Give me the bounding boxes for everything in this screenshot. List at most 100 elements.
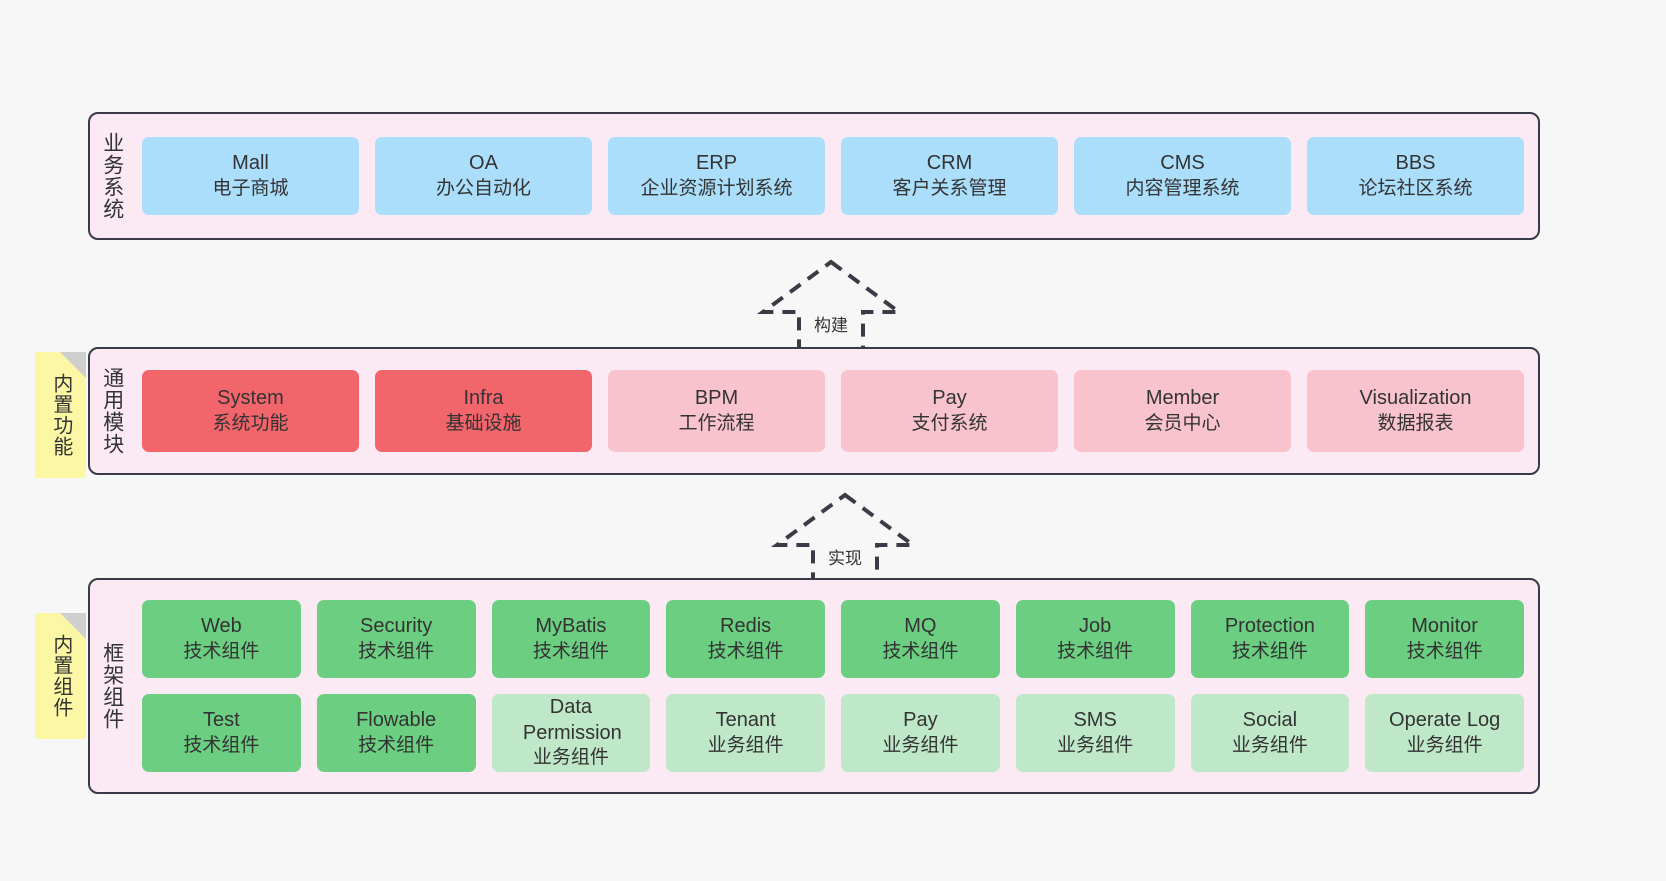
box-mq[interactable]: MQ 技术组件 <box>841 600 1000 678</box>
box-mall[interactable]: Mall 电子商城 <box>142 137 359 215</box>
box-mybatis[interactable]: MyBatis 技术组件 <box>491 600 651 678</box>
box-title-en: SMS <box>1073 709 1117 732</box>
box-title-en: CMS <box>1160 152 1205 175</box>
box-title-en: Monitor <box>1411 615 1478 638</box>
box-title-cn: 工作流程 <box>678 412 755 434</box>
box-title-cn: 内容管理系统 <box>1125 177 1240 199</box>
box-title-cn: 技术组件 <box>532 640 609 662</box>
box-crm[interactable]: CRM 客户关系管理 <box>841 137 1058 215</box>
box-pay[interactable]: Pay 支付系统 <box>841 370 1058 452</box>
box-title-en: BPM <box>694 387 739 410</box>
box-title-en: Redis <box>720 615 772 638</box>
box-title-cn: 数据报表 <box>1377 412 1454 434</box>
sticky-note-label: 内置组件 <box>49 634 72 718</box>
box-monitor[interactable]: Monitor 技术组件 <box>1365 600 1524 678</box>
box-title-cn: 客户关系管理 <box>892 177 1007 199</box>
row: System 系统功能 Infra 基础设施 BPM 工作流程 Pay 支付系统… <box>142 370 1524 452</box>
layer-body-general-module: System 系统功能 Infra 基础设施 BPM 工作流程 Pay 支付系统… <box>134 349 1538 473</box>
box-operate-log[interactable]: Operate Log 业务组件 <box>1365 694 1524 772</box>
box-title-en: Security <box>360 615 433 638</box>
box-erp[interactable]: ERP 企业资源计划系统 <box>608 137 825 215</box>
box-sms[interactable]: SMS 业务组件 <box>1015 694 1175 772</box>
box-test[interactable]: Test 技术组件 <box>142 694 301 772</box>
box-title-en: Infra <box>463 387 504 410</box>
box-tenant[interactable]: Tenant 业务组件 <box>666 694 825 772</box>
box-title-cn: 基础设施 <box>445 412 522 434</box>
box-title-en: Operate Log <box>1389 709 1501 732</box>
box-title-en: Web <box>200 615 242 638</box>
layer-label-general-module: 通用模块 <box>100 367 124 455</box>
box-title-cn: 技术组件 <box>358 640 435 662</box>
sticky-note-label: 内置功能 <box>49 373 72 457</box>
box-title-cn: 业务组件 <box>1231 734 1308 756</box>
box-bbs[interactable]: BBS 论坛社区系统 <box>1307 137 1524 215</box>
box-flowable[interactable]: Flowable 技术组件 <box>316 694 476 772</box>
layer-framework-component: 框架组件 Web 技术组件 Security 技术组件 MyBatis 技术组件… <box>88 578 1540 794</box>
box-security[interactable]: Security 技术组件 <box>316 600 476 678</box>
layer-body-business-system: Mall 电子商城 OA 办公自动化 ERP 企业资源计划系统 CRM 客户关系… <box>134 114 1538 238</box>
box-bpm[interactable]: BPM 工作流程 <box>608 370 825 452</box>
box-title-cn: 技术组件 <box>1406 640 1483 662</box>
box-title-cn: 业务组件 <box>1406 734 1483 756</box>
connector-build-arrow <box>756 259 906 352</box>
layer-label-framework-component: 框架组件 <box>100 642 124 730</box>
box-title-en: Pay <box>903 709 938 732</box>
box-member[interactable]: Member 会员中心 <box>1074 370 1291 452</box>
box-title-cn: 办公自动化 <box>435 177 531 199</box>
box-redis[interactable]: Redis 技术组件 <box>666 600 825 678</box>
connector-implement-arrow <box>770 492 920 585</box>
box-oa[interactable]: OA 办公自动化 <box>375 137 592 215</box>
box-title-cn: 电子商城 <box>212 177 289 199</box>
box-title-en: MQ <box>904 615 937 638</box>
box-cms[interactable]: CMS 内容管理系统 <box>1074 137 1291 215</box>
box-title-en: BBS <box>1395 152 1436 175</box>
box-title-cn: 业务组件 <box>1057 734 1134 756</box>
box-title-en: Visualization <box>1359 387 1472 410</box>
box-title-cn: 系统功能 <box>212 412 289 434</box>
box-title-en: Data Permission <box>522 696 622 744</box>
connector-build: 构建 <box>756 256 906 352</box>
row: Web 技术组件 Security 技术组件 MyBatis 技术组件 Redi… <box>142 600 1524 678</box>
box-system[interactable]: System 系统功能 <box>142 370 359 452</box>
box-title-en: Protection <box>1224 615 1315 638</box>
box-title-en: Tenant <box>715 709 776 732</box>
box-title-cn: 技术组件 <box>183 734 260 756</box>
layer-general-module: 通用模块 System 系统功能 Infra 基础设施 BPM 工作流程 Pay… <box>88 347 1540 475</box>
box-title-cn: 论坛社区系统 <box>1358 177 1473 199</box>
box-title-en: Job <box>1079 615 1112 638</box>
box-title-en: OA <box>469 152 498 175</box>
box-title-en: Member <box>1145 387 1220 410</box>
row: Test 技术组件 Flowable 技术组件 Data Permission … <box>142 694 1524 772</box>
layer-business-system: 业务系统 Mall 电子商城 OA 办公自动化 ERP 企业资源计划系统 CRM… <box>88 112 1540 240</box>
connector-implement: 实现 <box>770 489 920 585</box>
box-title-en: System <box>217 387 284 410</box>
row: Mall 电子商城 OA 办公自动化 ERP 企业资源计划系统 CRM 客户关系… <box>142 137 1524 215</box>
connector-implement-label: 实现 <box>828 549 862 568</box>
connector-build-label: 构建 <box>814 316 848 335</box>
layer-label-business-system: 业务系统 <box>100 132 124 220</box>
box-visualization[interactable]: Visualization 数据报表 <box>1307 370 1524 452</box>
box-title-cn: 业务组件 <box>882 734 959 756</box>
box-pay-component[interactable]: Pay 业务组件 <box>841 694 1000 772</box>
box-title-cn: 技术组件 <box>1057 640 1134 662</box>
box-social[interactable]: Social 业务组件 <box>1190 694 1350 772</box>
box-title-cn: 企业资源计划系统 <box>640 177 793 199</box>
box-title-en: Pay <box>932 387 967 410</box>
box-title-en: MyBatis <box>535 615 607 638</box>
box-title-en: CRM <box>926 152 973 175</box>
box-title-en: Social <box>1242 709 1298 732</box>
box-title-cn: 技术组件 <box>707 640 784 662</box>
box-title-cn: 业务组件 <box>707 734 784 756</box>
box-protection[interactable]: Protection 技术组件 <box>1190 600 1350 678</box>
sticky-note-builtin-function: 内置功能 <box>35 352 86 478</box>
box-data-permission[interactable]: Data Permission 业务组件 <box>491 694 651 772</box>
box-job[interactable]: Job 技术组件 <box>1015 600 1175 678</box>
box-infra[interactable]: Infra 基础设施 <box>375 370 592 452</box>
box-title-cn: 业务组件 <box>532 747 609 769</box>
box-title-cn: 技术组件 <box>358 734 435 756</box>
box-web[interactable]: Web 技术组件 <box>142 600 301 678</box>
box-title-cn: 技术组件 <box>882 640 959 662</box>
layer-body-framework-component: Web 技术组件 Security 技术组件 MyBatis 技术组件 Redi… <box>134 580 1538 792</box>
box-title-cn: 会员中心 <box>1144 412 1221 434</box>
